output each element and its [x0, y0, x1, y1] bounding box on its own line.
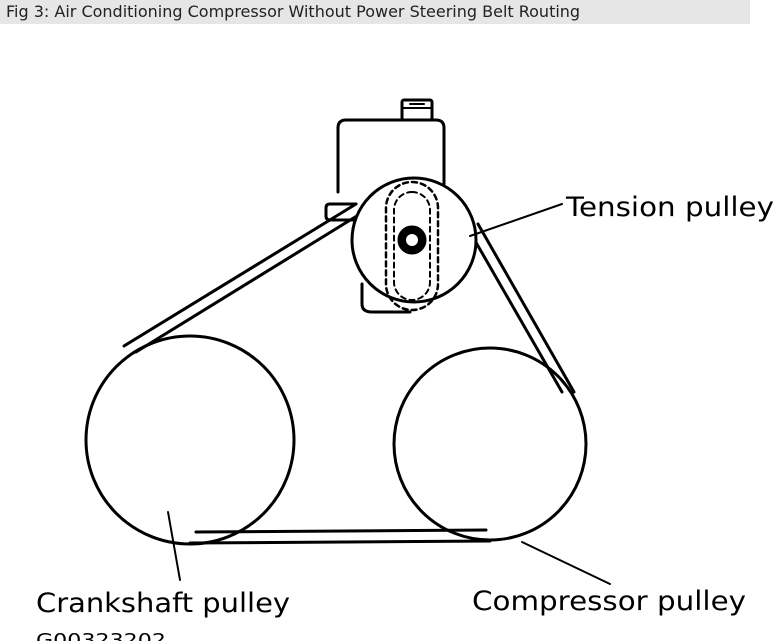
leader-tension: [469, 203, 563, 237]
belt-segment-left-outer: [122, 202, 358, 348]
label-crankshaft-pulley: Crankshaft pulley: [36, 588, 290, 619]
compressor-pulley: [392, 346, 588, 542]
tension-adjust-slot: [384, 180, 440, 312]
leader-crankshaft: [167, 511, 181, 581]
bracket-lower-lobe: [360, 282, 412, 314]
label-compressor-pulley: Compressor pulley: [472, 586, 746, 617]
crankshaft-pulley: [84, 334, 296, 546]
belt-segment-bottom-outer: [188, 539, 492, 545]
label-tension-pulley: Tension pulley: [565, 192, 774, 223]
bracket-nut: [400, 98, 434, 122]
leader-compressor: [521, 541, 611, 585]
figure-code: G00323202: [36, 630, 166, 641]
belt-segment-left-inner: [134, 212, 362, 354]
belt-segment-right-outer: [476, 222, 576, 394]
mounting-bracket: [336, 118, 446, 194]
belt-segment-bottom-inner: [194, 528, 488, 534]
figure-caption: Fig 3: Air Conditioning Compressor Witho…: [0, 0, 750, 24]
